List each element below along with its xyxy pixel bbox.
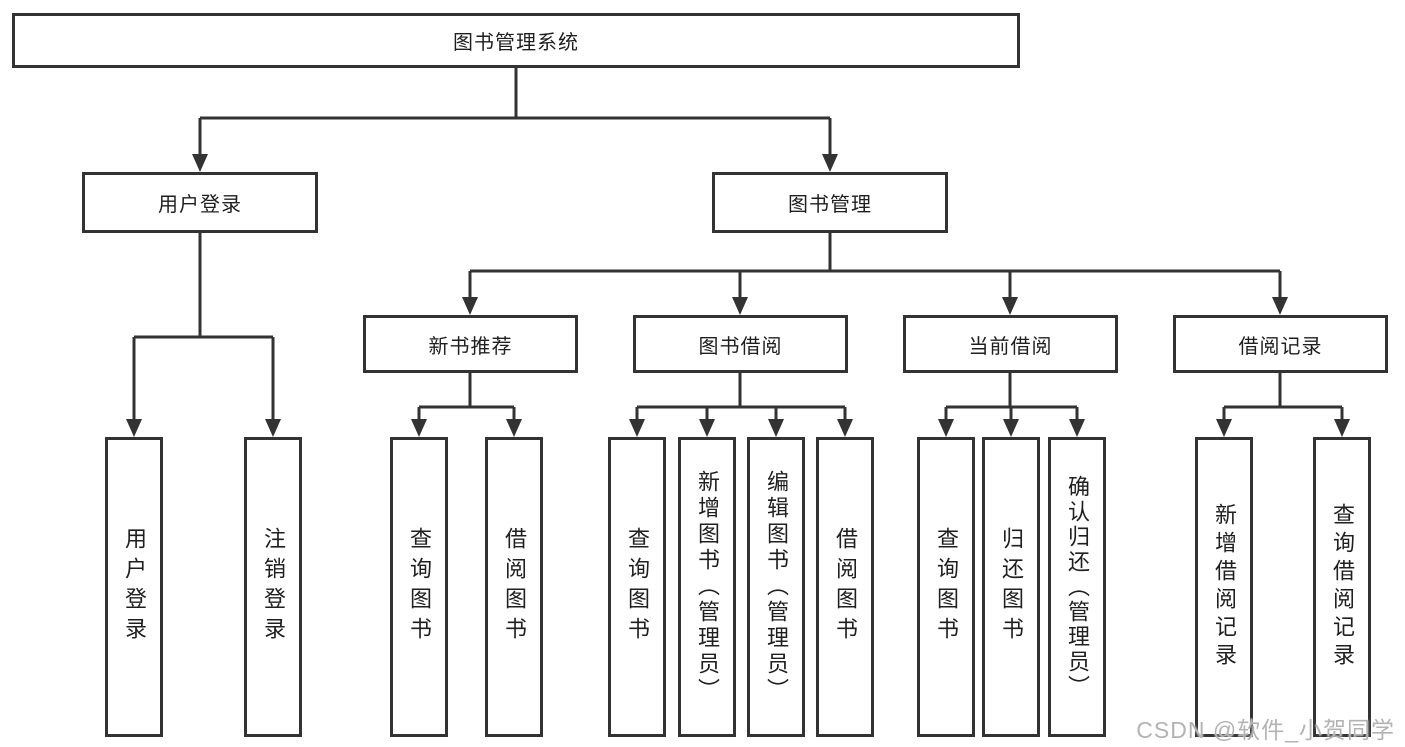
node-borrowing-records: 借阅记录 xyxy=(1173,315,1388,373)
node-label: 图书借阅 xyxy=(698,335,783,358)
leaf-return-book: 归还图书 xyxy=(982,437,1040,737)
arrowheads-book-management xyxy=(462,297,1288,315)
arrowheads-new-book-recommend xyxy=(411,419,522,437)
leaf-borrow-book-1: 借阅图书 xyxy=(485,437,543,737)
node-label: 图书管理 xyxy=(788,194,872,216)
node-label: 新书推荐 xyxy=(428,335,513,358)
node-label: 查询图书 xyxy=(934,527,959,647)
leaf-add-book-admin: 新增图书（管理员） xyxy=(678,437,736,737)
node-label: 确认归还（管理员） xyxy=(1065,474,1090,700)
node-label: 查询图书 xyxy=(625,527,650,647)
node-label: 注销登录 xyxy=(261,527,286,647)
connector-book-borrowing xyxy=(635,373,847,419)
leaf-query-book-3: 查询图书 xyxy=(917,437,975,737)
node-label: 新增图书（管理员） xyxy=(695,470,720,704)
node-label: 用户登录 xyxy=(158,194,242,216)
node-new-book-recommend: 新书推荐 xyxy=(363,315,578,373)
arrowheads-current-borrowing xyxy=(938,419,1085,437)
arrowheads-book-borrowing xyxy=(629,419,853,437)
arrowheads-borrowing-records xyxy=(1216,419,1350,437)
leaf-query-borrow-record: 查询借阅记录 xyxy=(1313,437,1371,737)
connector-book-management xyxy=(468,233,1282,297)
leaf-add-borrow-record: 新增借阅记录 xyxy=(1195,437,1253,737)
node-book-management: 图书管理 xyxy=(712,172,948,233)
leaf-confirm-return-admin: 确认归还（管理员） xyxy=(1048,437,1106,737)
node-label: 归还图书 xyxy=(999,527,1024,647)
node-label: 查询借阅记录 xyxy=(1330,503,1355,671)
node-label: 用户登录 xyxy=(122,527,147,647)
leaf-borrow-book-2: 借阅图书 xyxy=(816,437,874,737)
leaf-edit-book-admin: 编辑图书（管理员） xyxy=(747,437,805,737)
leaf-logout-login: 注销登录 xyxy=(244,437,302,737)
node-user-login: 用户登录 xyxy=(82,172,318,233)
node-root: 图书管理系统 xyxy=(12,13,1020,68)
node-label: 新增借阅记录 xyxy=(1212,503,1237,671)
connector-user-login xyxy=(132,233,275,419)
connector-new-book-recommend xyxy=(417,373,516,419)
node-label: 借阅图书 xyxy=(833,527,858,647)
arrowheads-root xyxy=(192,154,838,172)
leaf-query-book-1: 查询图书 xyxy=(390,437,448,737)
node-label: 借阅图书 xyxy=(502,527,527,647)
connector-root xyxy=(198,68,832,154)
leaf-query-book-2: 查询图书 xyxy=(608,437,666,737)
node-label: 编辑图书（管理员） xyxy=(764,470,789,704)
connector-current-borrowing xyxy=(944,373,1079,419)
node-label: 借阅记录 xyxy=(1238,335,1323,358)
node-current-borrowing: 当前借阅 xyxy=(903,315,1118,373)
csdn-watermark: CSDN @软件_小贺同学 xyxy=(1136,717,1395,743)
connector-borrowing-records xyxy=(1222,373,1344,419)
node-label: 当前借阅 xyxy=(968,335,1053,358)
arrowheads-user-login xyxy=(126,419,281,437)
node-label: 图书管理系统 xyxy=(453,32,579,54)
node-book-borrowing: 图书借阅 xyxy=(633,315,848,373)
node-label: 查询图书 xyxy=(407,527,432,647)
leaf-user-login: 用户登录 xyxy=(105,437,163,737)
